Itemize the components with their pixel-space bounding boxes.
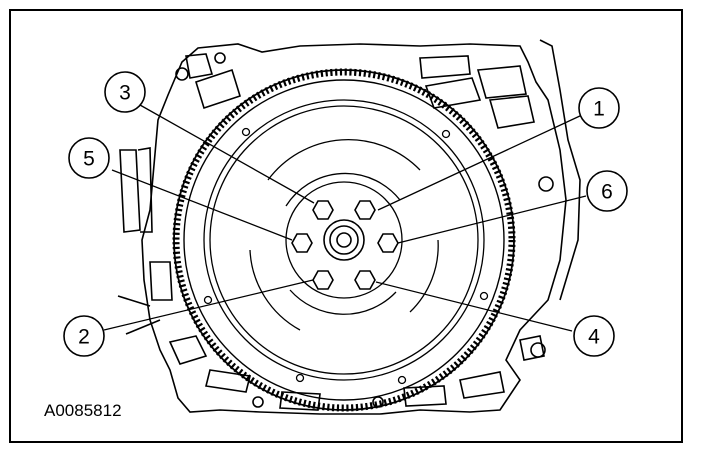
leader-lines (103, 104, 587, 332)
ring-gear (172, 68, 516, 412)
callout-circle-6 (586, 170, 628, 212)
leader-line-5 (111, 169, 293, 241)
flywheel-face (203, 99, 489, 385)
callout-circle-3 (104, 71, 146, 113)
engine-block (117, 39, 581, 415)
leader-line-3 (139, 104, 315, 204)
bolt-1 (354, 200, 376, 220)
callout-circle-5 (68, 137, 110, 179)
callout-number-1: 1 (593, 98, 605, 121)
callout-number-2: 2 (78, 326, 90, 349)
callout-circle-2 (63, 315, 105, 357)
bolt-5 (291, 233, 313, 253)
figure-id: A0085812 (44, 401, 122, 420)
bolt-3 (312, 200, 334, 220)
callout-circle-4 (573, 315, 615, 357)
leader-line-2 (103, 279, 314, 331)
callout-number-4: 4 (588, 326, 600, 349)
bolt-6 (377, 233, 399, 253)
callout-number-3: 3 (119, 82, 131, 105)
leader-line-6 (397, 195, 587, 244)
figure-frame (9, 9, 683, 443)
callout-number-5: 5 (83, 148, 95, 171)
leader-line-4 (375, 281, 573, 332)
callout-number-6: 6 (601, 181, 613, 204)
leader-line-1 (377, 114, 583, 211)
callout-circle-1 (578, 87, 620, 129)
crankshaft-hub (323, 219, 365, 261)
bolt-4 (354, 270, 376, 290)
bolt-2 (312, 270, 334, 290)
